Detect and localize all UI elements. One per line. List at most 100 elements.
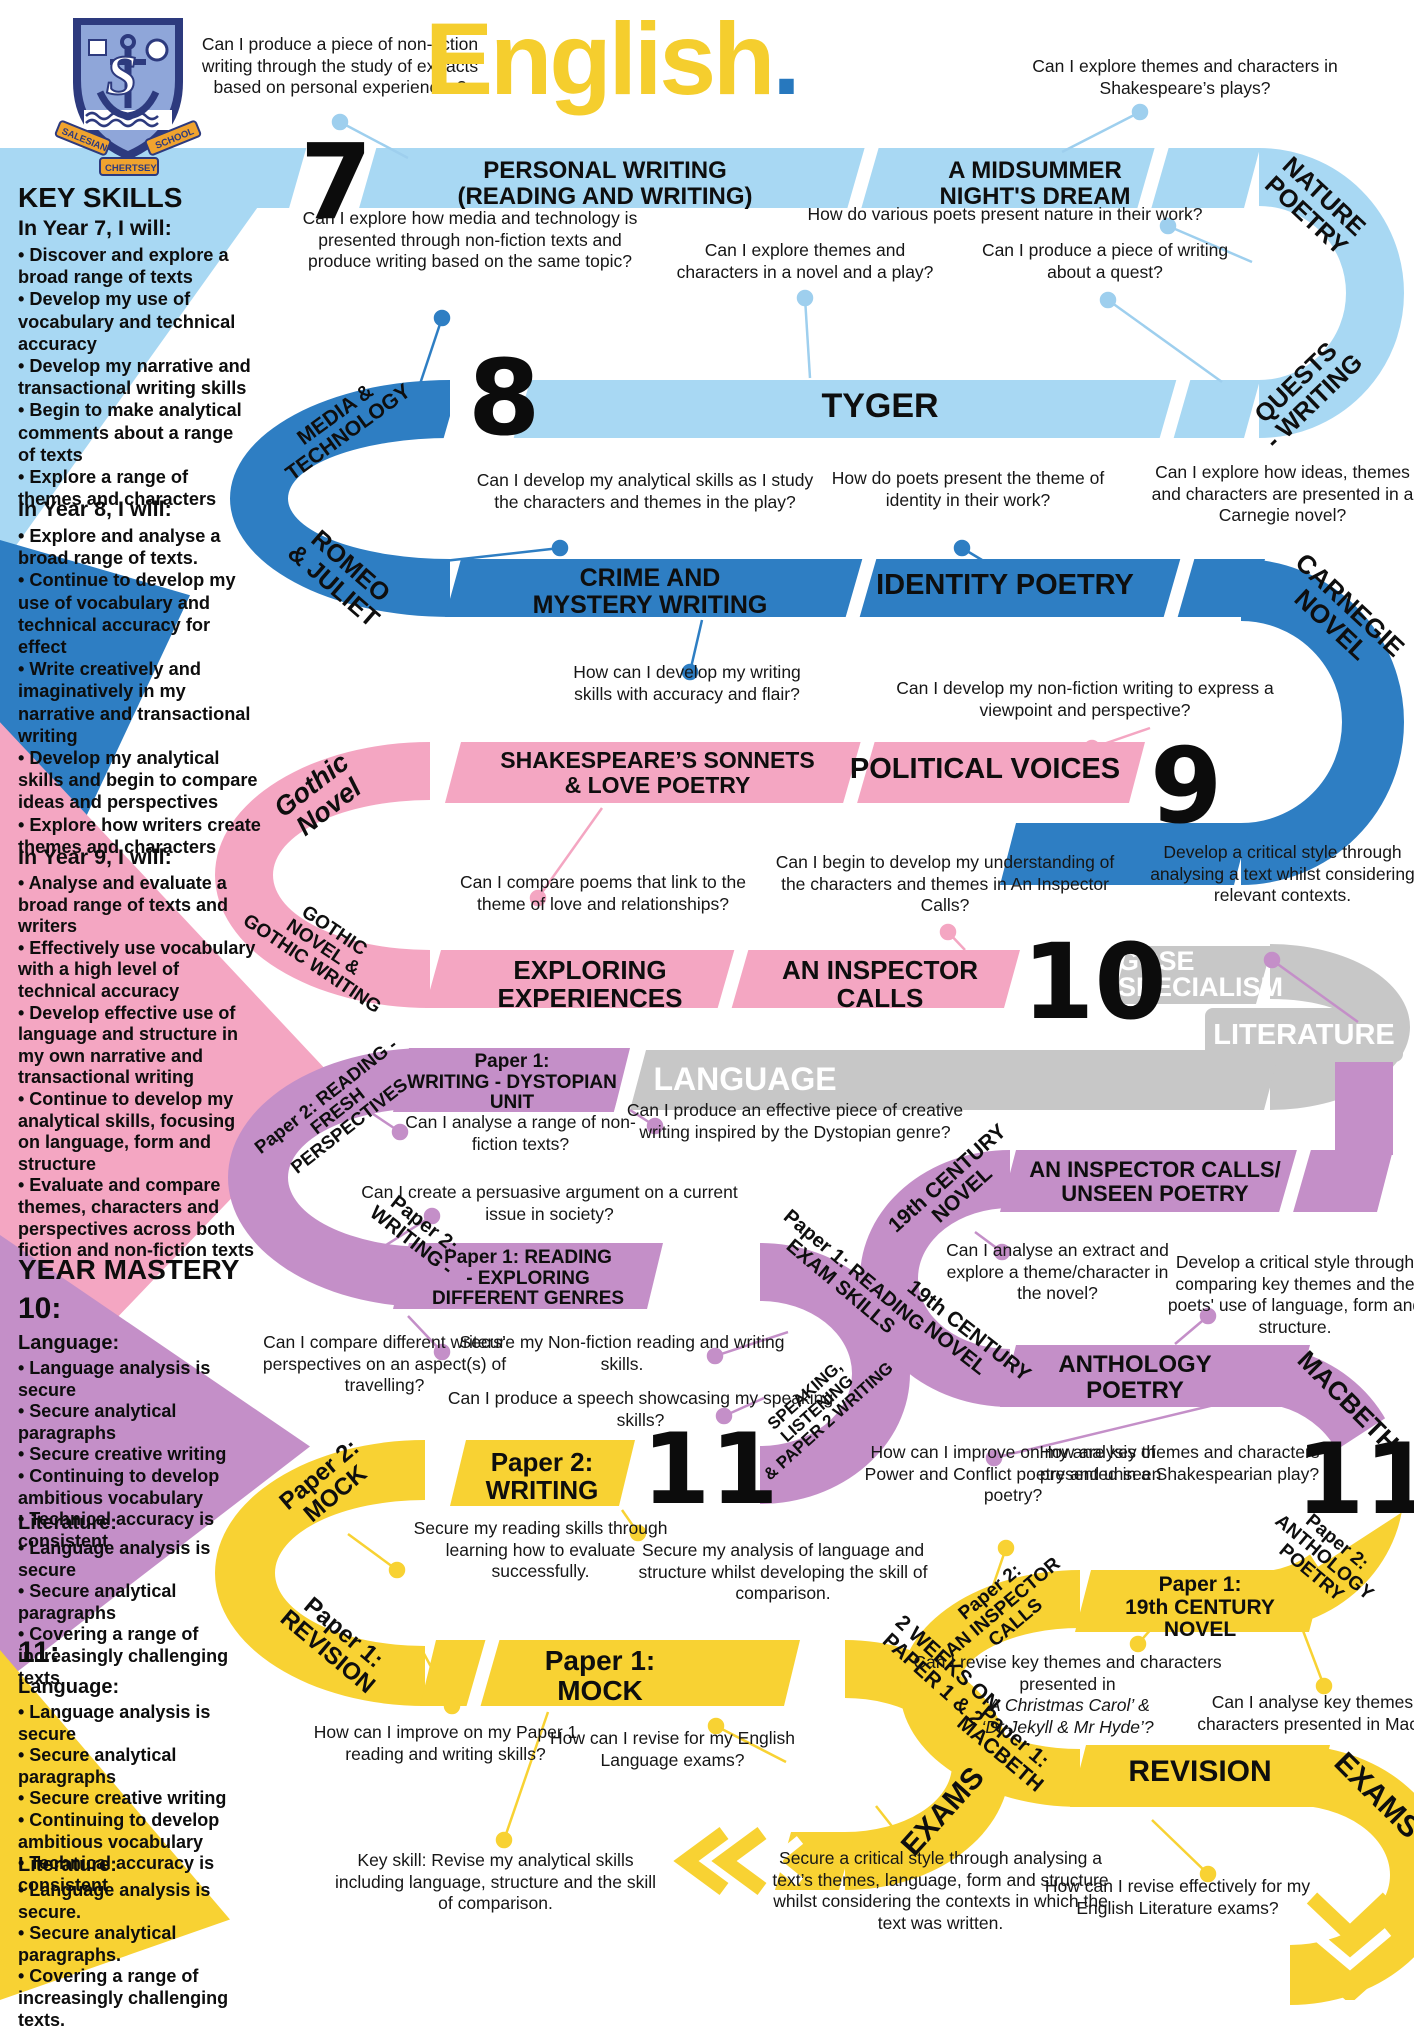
question: Secure my analysis of language and struc… bbox=[638, 1540, 928, 1604]
mastery11-heading: 11: bbox=[18, 1636, 60, 1669]
question-part: Can I revise key themes and characters p… bbox=[913, 1652, 1222, 1694]
question: Can I revise key themes and characters p… bbox=[900, 1652, 1235, 1739]
paper1-mock-label: Paper 1: MOCK bbox=[544, 1645, 656, 1707]
question: How can I improve on my Paper 1 reading … bbox=[313, 1722, 578, 1764]
question: Can I explore themes and characters in S… bbox=[1032, 56, 1338, 98]
revision-band bbox=[1070, 1745, 1330, 1807]
year7-skills: • Discover and explore a broad range of … bbox=[18, 245, 251, 510]
question: How can I develop my writing skills with… bbox=[573, 662, 801, 704]
genres-band bbox=[393, 1243, 663, 1309]
crime-mystery-label: CRIME AND MYSTERY WRITING bbox=[532, 564, 768, 619]
year8-skills: • Explore and analyse a broad range of t… bbox=[18, 526, 261, 857]
inspector-unseen-label: AN INSPECTOR CALLS/ UNSEEN POETRY bbox=[1029, 1157, 1281, 1206]
year9-number: 9 bbox=[1150, 725, 1223, 847]
midsummer-label: A MIDSUMMER NIGHT'S DREAM bbox=[939, 157, 1131, 210]
question: How do various poets present nature in t… bbox=[807, 204, 1203, 224]
year9-heading: In Year 9, I will: bbox=[18, 845, 172, 869]
question: Can I compare different writers’ perspec… bbox=[262, 1332, 507, 1396]
year7-number: 7 bbox=[300, 121, 373, 243]
gcse-specialism-label: GCSE SPECIALISM bbox=[1118, 946, 1284, 1003]
inspector-unseen-band bbox=[1000, 1150, 1393, 1212]
genres-label: Paper 1: READING - EXPLORING DIFFERENT G… bbox=[431, 1247, 625, 1310]
literature-label: LITERATURE bbox=[1213, 1018, 1395, 1051]
page-title: English. bbox=[425, 2, 801, 116]
question: Can I produce a piece of non-fiction wri… bbox=[201, 34, 479, 98]
question-part-italic: ‘A Christmas Carol’ & ‘Dr Jekyll & Mr Hy… bbox=[981, 1695, 1154, 1738]
gcse-specialism-band bbox=[1112, 946, 1272, 1004]
school-crest: S SALESIAN SCHOOL CHERTSEY bbox=[54, 18, 202, 176]
key-skills-title: KEY SKILLS bbox=[18, 182, 183, 213]
paper2-writing-band-label: Paper 2: WRITING bbox=[485, 1447, 599, 1506]
question: Key skill: Revise my analytical skills i… bbox=[334, 1850, 657, 1914]
question: Develop a critical style through analysi… bbox=[1150, 842, 1414, 906]
question: How can I improve on my analysis of Powe… bbox=[864, 1442, 1162, 1506]
dystopian-band bbox=[393, 1048, 630, 1112]
revision-label: REVISION bbox=[1128, 1755, 1272, 1788]
exploring-experiences-label: EXPLORING EXPERIENCES bbox=[497, 955, 683, 1014]
question: Can I produce a piece of writing about a… bbox=[981, 240, 1229, 282]
mastery11-literature-points: • Language analysis is secure. • Secure … bbox=[18, 1880, 229, 2030]
question: Secure my reading skills through learnin… bbox=[413, 1518, 668, 1582]
question: Secure my Non-fiction reading and writin… bbox=[459, 1332, 785, 1374]
mastery11-language-points: • Language analysis is secure • Secure a… bbox=[18, 1702, 227, 1895]
question: How can I revise effectively for my Engl… bbox=[1044, 1876, 1311, 1918]
y7-tyger-band bbox=[450, 380, 1260, 438]
year8-number: 8 bbox=[468, 337, 541, 459]
y8-return-stub bbox=[1000, 823, 1250, 885]
question: Can I compare poems that link to the the… bbox=[460, 872, 746, 914]
question: Can I develop my analytical skills as I … bbox=[476, 470, 814, 512]
question: Can I explore how media and technology i… bbox=[302, 208, 638, 272]
mastery10-literature-label: Literature: bbox=[18, 1512, 117, 1534]
question: Secure a critical style through analysin… bbox=[772, 1848, 1109, 1934]
identity-poetry-label: IDENTITY POETRY bbox=[876, 569, 1134, 601]
question: Can I develop my non-fiction writing to … bbox=[896, 678, 1274, 720]
question: Develop a critical style through compari… bbox=[1167, 1252, 1414, 1338]
language-band bbox=[630, 1050, 1280, 1110]
mastery10-heading: 10: bbox=[18, 1292, 62, 1325]
y9-row-band bbox=[445, 742, 1145, 803]
paper1-c19-label: Paper 1: 19th CENTURY NOVEL bbox=[1125, 1573, 1275, 1642]
p1c19-band bbox=[1075, 1570, 1325, 1632]
question: How can I revise for my English Language… bbox=[549, 1728, 796, 1770]
mastery11-language-label: Language: bbox=[18, 1676, 120, 1698]
mastery10-language-label: Language: bbox=[18, 1332, 120, 1354]
political-voices-label: POLITICAL VOICES bbox=[849, 753, 1121, 785]
question: Can I produce an effective piece of crea… bbox=[626, 1100, 964, 1142]
sonnets-label: SHAKESPEARE’S SONNETS & LOVE POETRY bbox=[500, 747, 815, 798]
an-inspector-calls-label: AN INSPECTOR CALLS bbox=[782, 955, 978, 1014]
year10-number: 10 bbox=[1022, 921, 1167, 1043]
question: Can I explore themes and characters in a… bbox=[676, 240, 934, 282]
year7-heading: In Year 7, I will: bbox=[18, 216, 172, 240]
svg-text:S: S bbox=[106, 45, 137, 107]
question: How do poets present the theme of identi… bbox=[831, 468, 1105, 510]
question: How are key themes and characters presen… bbox=[1039, 1442, 1320, 1484]
question: Can I analyse key themes and characters … bbox=[1197, 1692, 1414, 1734]
question: Can I explore how ideas, themes and char… bbox=[1151, 462, 1414, 526]
title-dot: . bbox=[772, 2, 800, 116]
anthology-poetry-label: ANTHOLOGY POETRY bbox=[1058, 1351, 1212, 1404]
question: Can I analyse a range of non-fiction tex… bbox=[405, 1112, 636, 1154]
year9-connectors bbox=[529, 726, 1151, 951]
year8-connectors bbox=[418, 309, 1264, 681]
exam-chevrons bbox=[673, 1826, 1394, 2000]
mastery11-literature-label: Literature: bbox=[18, 1854, 117, 1876]
year8-heading: In Year 8, I will: bbox=[18, 497, 172, 521]
question: Can I create a persuasive argument on a … bbox=[361, 1182, 738, 1224]
mastery10-language-points: • Language analysis is secure • Secure a… bbox=[18, 1358, 227, 1551]
p2writing-band bbox=[450, 1440, 635, 1506]
svg-text:CHERTSEY: CHERTSEY bbox=[105, 163, 157, 174]
year7-connectors bbox=[331, 103, 1253, 384]
dystopian-label: Paper 1: WRITING - DYSTOPIAN UNIT bbox=[407, 1051, 617, 1114]
literature-vertical-stub bbox=[1335, 1060, 1393, 1155]
question: Can I produce a speech showcasing my spe… bbox=[447, 1388, 834, 1430]
personal-writing-label: PERSONAL WRITING (READING AND WRITING) bbox=[457, 157, 753, 210]
question: Can I begin to develop my understanding … bbox=[775, 852, 1115, 916]
year11-number-left: 11 bbox=[642, 1413, 779, 1527]
language-label: LANGUAGE bbox=[653, 1061, 837, 1097]
year11-connectors bbox=[347, 1509, 1333, 1883]
mastery10-literature-points: • Language analysis is secure • Secure a… bbox=[18, 1538, 229, 1688]
year-mastery-title: YEAR MASTERY bbox=[18, 1254, 240, 1285]
year9-skills: • Analyse and evaluate a broad range of … bbox=[18, 873, 256, 1261]
